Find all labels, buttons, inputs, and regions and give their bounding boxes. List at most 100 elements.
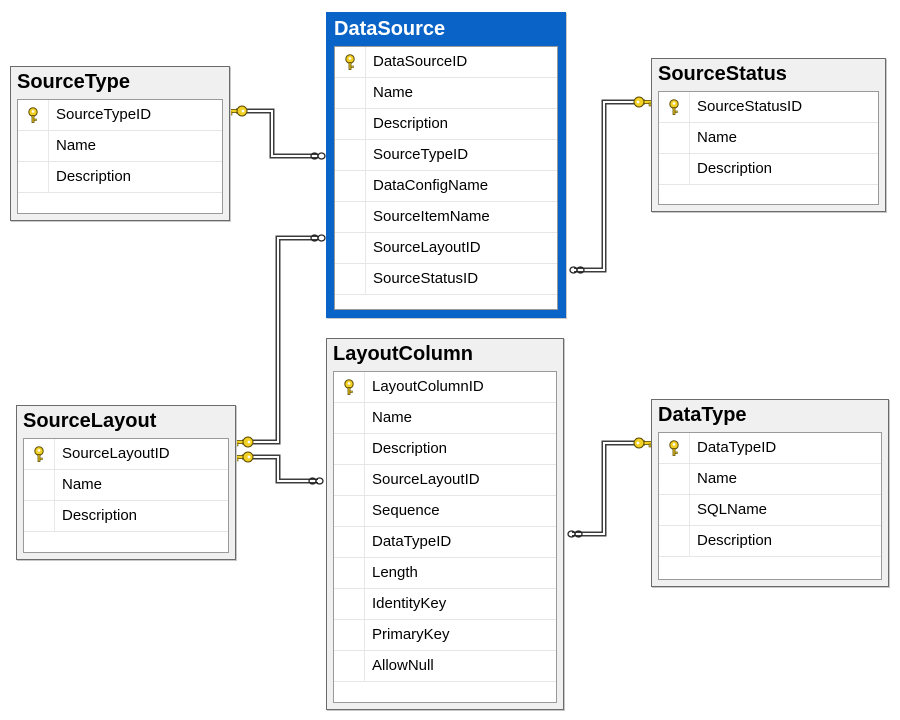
row-selector[interactable] [335, 264, 366, 294]
key-end-icon [233, 451, 254, 463]
column-name: DataConfigName [373, 177, 489, 194]
row-selector[interactable] [335, 202, 366, 232]
row-selector[interactable] [335, 233, 366, 263]
row-selector[interactable] [659, 495, 690, 525]
column-row[interactable]: Length [334, 558, 556, 589]
column-row[interactable]: IdentityKey [334, 589, 556, 620]
column-row[interactable]: DataConfigName [335, 171, 557, 202]
column-row[interactable]: Name [18, 131, 222, 162]
row-selector[interactable] [334, 403, 365, 433]
row-selector[interactable] [334, 527, 365, 557]
primary-key-icon [669, 440, 679, 456]
row-selector[interactable] [335, 140, 366, 170]
column-name: PrimaryKey [372, 626, 450, 643]
column-row[interactable]: Name [659, 464, 881, 495]
column-name: SourceItemName [373, 208, 490, 225]
column-name: Description [373, 115, 449, 132]
column-row[interactable]: Description [335, 109, 557, 140]
column-name: Name [697, 470, 738, 487]
primary-key-icon [344, 379, 354, 395]
row-selector[interactable] [18, 162, 49, 192]
column-name: Length [372, 564, 418, 581]
row-selector[interactable] [334, 620, 365, 650]
column-row[interactable]: Name [659, 123, 878, 154]
relationship-line-datatype-layoutcolumn [572, 440, 645, 537]
column-row[interactable]: Name [335, 78, 557, 109]
column-row[interactable]: SourceItemName [335, 202, 557, 233]
row-selector[interactable] [335, 78, 366, 108]
row-selector[interactable] [334, 434, 365, 464]
relationship-line-sourcelayout-datasource [242, 235, 318, 445]
column-row[interactable]: Description [334, 434, 556, 465]
column-row[interactable]: Sequence [334, 496, 556, 527]
column-row[interactable]: DataTypeID [334, 527, 556, 558]
column-row[interactable]: Name [24, 470, 228, 501]
relationship-line-sourcetype-datasource [236, 108, 318, 159]
row-selector[interactable] [659, 123, 690, 153]
row-selector[interactable] [335, 109, 366, 139]
column-row[interactable]: SourceStatusID [659, 92, 878, 123]
column-row[interactable]: Description [659, 526, 881, 557]
key-end-icon [233, 436, 254, 448]
column-row[interactable]: AllowNull [334, 651, 556, 682]
column-row[interactable]: Description [24, 501, 228, 532]
row-selector[interactable] [18, 131, 49, 161]
row-selector[interactable] [334, 558, 365, 588]
row-selector[interactable] [18, 100, 49, 130]
column-row[interactable]: Description [18, 162, 222, 193]
column-name: Description [56, 168, 132, 185]
column-row[interactable]: SQLName [659, 495, 881, 526]
row-selector[interactable] [24, 470, 55, 500]
column-row[interactable]: Description [659, 154, 878, 185]
row-selector[interactable] [335, 47, 366, 77]
column-row[interactable]: Name [334, 403, 556, 434]
row-selector[interactable] [334, 651, 365, 681]
column-name: SourceLayoutID [62, 445, 170, 462]
row-selector[interactable] [659, 526, 690, 556]
column-name: Name [697, 129, 738, 146]
column-row[interactable]: SourceTypeID [18, 100, 222, 131]
row-selector[interactable] [334, 465, 365, 495]
table-title: LayoutColumn [333, 343, 473, 365]
row-selector[interactable] [24, 501, 55, 531]
primary-key-icon [34, 446, 44, 462]
column-name: Description [697, 532, 773, 549]
column-row[interactable]: SourceTypeID [335, 140, 557, 171]
row-selector[interactable] [334, 589, 365, 619]
row-selector[interactable] [659, 154, 690, 184]
row-selector[interactable] [334, 496, 365, 526]
column-name: LayoutColumnID [372, 378, 484, 395]
column-row[interactable]: LayoutColumnID [334, 372, 556, 403]
column-row[interactable]: DataTypeID [659, 433, 881, 464]
column-row[interactable]: SourceLayoutID [24, 439, 228, 470]
column-row[interactable]: SourceLayoutID [335, 233, 557, 264]
row-selector[interactable] [659, 92, 690, 122]
row-selector[interactable] [24, 439, 55, 469]
column-row[interactable]: SourceLayoutID [334, 465, 556, 496]
column-name: DataSourceID [373, 53, 468, 70]
column-name: Name [372, 409, 413, 426]
table-title: DataType [658, 404, 747, 426]
column-row[interactable]: SourceStatusID [335, 264, 557, 295]
many-end-icon [569, 266, 585, 274]
column-name: SQLName [697, 501, 768, 518]
relationship-line-sourcestatus-datasource [574, 99, 645, 273]
row-selector[interactable] [334, 372, 365, 402]
primary-key-icon [345, 54, 355, 70]
row-selector[interactable] [659, 464, 690, 494]
row-selector[interactable] [335, 171, 366, 201]
column-row[interactable]: DataSourceID [335, 47, 557, 78]
row-selector[interactable] [659, 433, 690, 463]
column-row[interactable]: PrimaryKey [334, 620, 556, 651]
column-name: SourceLayoutID [373, 239, 481, 256]
